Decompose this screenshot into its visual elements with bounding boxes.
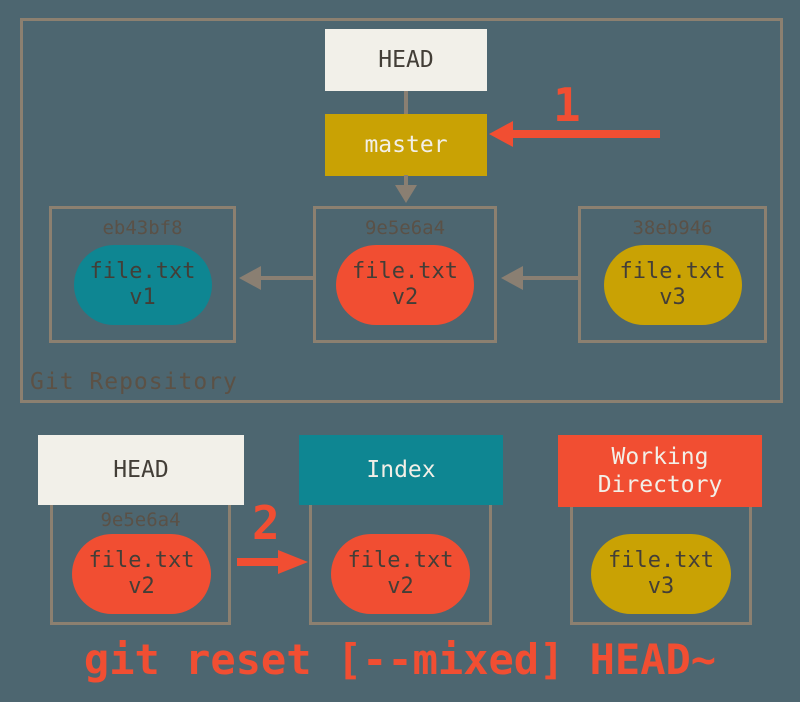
commit-hash: eb43bf8 xyxy=(102,217,183,239)
step1-arrow-shaft xyxy=(513,130,660,138)
head-to-master-line xyxy=(404,91,408,114)
file-name: file.txt xyxy=(88,548,195,573)
file-blob-v2: file.txt v2 xyxy=(336,245,474,325)
file-name: file.txt xyxy=(619,259,726,284)
master-to-commit-arrowhead-icon xyxy=(395,185,417,203)
file-name: file.txt xyxy=(89,259,196,284)
commit2-to-commit1-arrow-shaft xyxy=(261,276,313,280)
master-branch-label: master xyxy=(364,132,448,158)
file-version: v3 xyxy=(659,285,686,310)
step2-arrow-shaft xyxy=(237,558,278,566)
commit-hash: 38eb946 xyxy=(632,217,713,239)
step2-arrowhead-icon xyxy=(278,550,308,574)
commit-box-2: 9e5e6a4 file.txt v2 xyxy=(313,206,497,343)
workdir-file-blob: file.txt v3 xyxy=(591,534,731,614)
index-area-header: Index xyxy=(299,435,503,505)
commit-box-1: eb43bf8 file.txt v1 xyxy=(49,206,236,343)
head-area-hash: 9e5e6a4 xyxy=(100,509,181,531)
commit3-to-commit2-arrowhead-icon xyxy=(501,266,523,290)
file-name: file.txt xyxy=(347,548,454,573)
index-area-title: Index xyxy=(366,457,436,483)
file-version: v1 xyxy=(129,285,156,310)
git-repository-box xyxy=(20,18,783,403)
master-branch-box: master xyxy=(325,114,487,176)
step2-label: 2 xyxy=(252,496,280,550)
step1-label: 1 xyxy=(553,78,581,132)
commit-hash: 9e5e6a4 xyxy=(364,217,446,239)
commit-box-3: 38eb946 file.txt v3 xyxy=(578,206,767,343)
head-file-blob: file.txt v2 xyxy=(72,534,211,614)
caption-command: git reset [--mixed] HEAD~ xyxy=(83,635,717,684)
file-version: v3 xyxy=(647,574,675,599)
head-ref-label: HEAD xyxy=(378,47,434,73)
commit2-to-commit1-arrowhead-icon xyxy=(239,266,261,290)
workdir-area-header: Working Directory xyxy=(558,435,762,507)
head-ref-box: HEAD xyxy=(325,29,487,91)
file-blob-v1: file.txt v1 xyxy=(73,245,212,325)
file-blob-v3: file.txt v3 xyxy=(603,245,742,325)
file-name: file.txt xyxy=(352,259,458,284)
commit3-to-commit2-arrow-shaft xyxy=(523,276,578,280)
head-area-title: HEAD xyxy=(113,457,169,483)
file-version: v2 xyxy=(128,574,155,599)
head-area-header: HEAD xyxy=(38,435,244,505)
master-to-commit-arrow-shaft xyxy=(404,175,408,185)
index-file-blob: file.txt v2 xyxy=(331,534,470,614)
git-repository-label: Git Repository xyxy=(30,369,238,395)
file-version: v2 xyxy=(391,285,419,310)
file-name: file.txt xyxy=(608,548,714,573)
file-version: v2 xyxy=(387,574,414,599)
workdir-area-title: Working Directory xyxy=(597,444,723,498)
step1-arrowhead-icon xyxy=(489,121,513,147)
